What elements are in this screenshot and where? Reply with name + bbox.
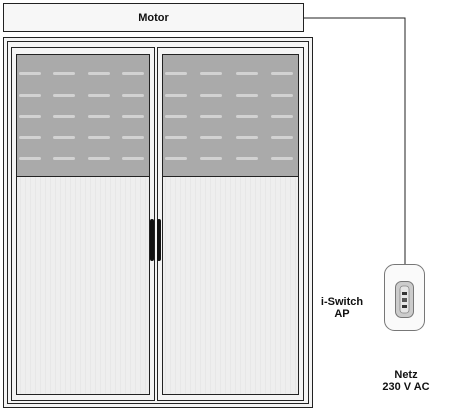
- i-switch-device: [384, 264, 425, 331]
- blind-slat: [19, 94, 41, 97]
- left-door-leaf: [11, 47, 155, 401]
- blind-slat: [19, 72, 41, 75]
- blind-slat: [53, 157, 75, 160]
- blind-slat: [88, 94, 110, 97]
- i-switch-label-line1: i-Switch: [320, 296, 364, 308]
- blind-slat: [122, 72, 144, 75]
- blind-slat: [88, 157, 110, 160]
- blind-slat: [165, 115, 187, 118]
- motor-label: Motor: [138, 12, 169, 24]
- blind-slat: [53, 136, 75, 139]
- motor-wire: [303, 17, 406, 264]
- power-label-line2: 230 V AC: [382, 381, 430, 393]
- left-door-handle: [150, 219, 154, 261]
- blind-slat: [236, 115, 258, 118]
- blind-slat: [19, 136, 41, 139]
- door-frame-inner: [7, 41, 309, 404]
- blind-slat: [165, 94, 187, 97]
- blind-slat: [271, 136, 293, 139]
- blind-slat: [271, 94, 293, 97]
- power-label: Netz 230 V AC: [366, 369, 446, 393]
- blind-slat: [165, 157, 187, 160]
- blind-slat: [236, 72, 258, 75]
- blind-slat: [165, 136, 187, 139]
- blind-slat: [165, 72, 187, 75]
- i-switch-label-line2: AP: [334, 308, 350, 320]
- blind-slat: [122, 136, 144, 139]
- blind-slat: [271, 72, 293, 75]
- right-blind-slats: [165, 72, 293, 160]
- blind-slat: [200, 157, 222, 160]
- i-switch-label: i-Switch AP: [312, 296, 372, 320]
- blind-slat: [19, 157, 41, 160]
- blind-slat: [200, 136, 222, 139]
- blind-slat: [200, 115, 222, 118]
- blind-slat: [236, 157, 258, 160]
- blind-slat: [271, 115, 293, 118]
- left-blind-slats: [19, 72, 144, 160]
- blind-slat: [53, 115, 75, 118]
- blind-slat: [122, 94, 144, 97]
- blind-slat: [200, 94, 222, 97]
- right-door-handle: [157, 219, 161, 261]
- blind-slat: [88, 72, 110, 75]
- blind-slat: [236, 94, 258, 97]
- blind-slat: [236, 136, 258, 139]
- blind-slat: [122, 157, 144, 160]
- blind-slat: [53, 94, 75, 97]
- blind-slat: [200, 72, 222, 75]
- blind-slat: [122, 115, 144, 118]
- blind-slat: [53, 72, 75, 75]
- power-label-line1: Netz: [394, 369, 418, 381]
- blind-slat: [88, 136, 110, 139]
- right-door-leaf: [157, 47, 304, 401]
- motor-box: [3, 3, 304, 32]
- blind-slat: [271, 157, 293, 160]
- blind-slat: [19, 115, 41, 118]
- blind-slat: [88, 115, 110, 118]
